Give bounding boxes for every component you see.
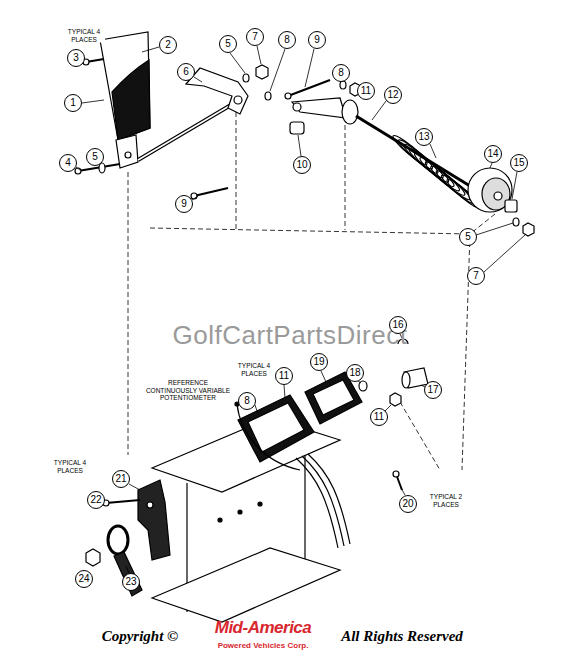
spring-coil <box>434 168 473 202</box>
pedal-assembly <box>75 32 248 199</box>
spring-coil <box>423 159 462 193</box>
spring-cap-hardware <box>468 168 534 236</box>
callout-number: 1 <box>64 94 82 112</box>
spring-coil <box>428 164 467 198</box>
potentiometer-housing <box>235 372 362 548</box>
callout-number: 5 <box>459 228 477 246</box>
callout-number: 23 <box>122 573 140 591</box>
spring-coil <box>412 150 451 184</box>
callout-number: 13 <box>415 128 433 146</box>
note-text: TYPICAL 4 PLACES <box>233 362 275 377</box>
callout-number: 4 <box>59 154 77 172</box>
callout-number: 11 <box>275 367 293 385</box>
watermark: GolfCartPartsDirect <box>173 320 408 351</box>
spring-coil <box>401 142 440 176</box>
callout-number: 2 <box>159 36 177 54</box>
callout-number: 11 <box>357 82 375 100</box>
bracket-clamp <box>86 480 170 596</box>
callout-number: 11 <box>370 408 388 426</box>
callout-number: 22 <box>87 491 105 509</box>
spring-coil <box>418 155 457 189</box>
callout-number: 5 <box>86 148 104 166</box>
callout-number: 7 <box>246 28 264 46</box>
callout-number: 20 <box>399 495 417 513</box>
callout-number: 9 <box>175 195 193 213</box>
callout-number: 8 <box>238 392 256 410</box>
callout-number: 6 <box>177 63 195 81</box>
callout-number: 9 <box>308 31 326 49</box>
callout-number: 3 <box>67 49 85 67</box>
callout-number: 17 <box>424 381 442 399</box>
callout-number: 7 <box>467 267 485 285</box>
cam-hardware <box>359 339 428 490</box>
copyright-text: Copyright © <box>102 628 179 645</box>
callout-number: 18 <box>346 364 364 382</box>
callout-number: 14 <box>484 145 502 163</box>
callout-number: 16 <box>389 316 407 334</box>
spring-coil <box>407 146 446 180</box>
callout-number: 12 <box>384 86 402 104</box>
rights-text: All Rights Reserved <box>341 628 463 645</box>
company-subtitle: Powered Vehicles Corp. <box>218 641 309 650</box>
note-text: TYPICAL 4 PLACES <box>63 28 105 43</box>
note-text: TYPICAL 4 PLACES <box>49 459 91 474</box>
leader-lines <box>76 46 525 573</box>
frame-rail <box>152 418 340 622</box>
callout-number: 15 <box>510 154 528 172</box>
callout-number: 21 <box>112 470 130 488</box>
callout-number: 5 <box>219 35 237 53</box>
callout-number: 19 <box>310 353 328 371</box>
note-text: TYPICAL 2 PLACES <box>425 493 467 508</box>
note-text: REFERENCE CONTINUOUSLY VARIABLE POTENTIO… <box>144 379 232 402</box>
callout-number: 10 <box>293 156 311 174</box>
company-logo-text: Mid-America <box>215 618 312 638</box>
callout-number: 24 <box>75 570 93 588</box>
dashed-guides <box>128 112 495 470</box>
callout-number: 8 <box>278 31 296 49</box>
callout-number: 8 <box>332 64 350 82</box>
